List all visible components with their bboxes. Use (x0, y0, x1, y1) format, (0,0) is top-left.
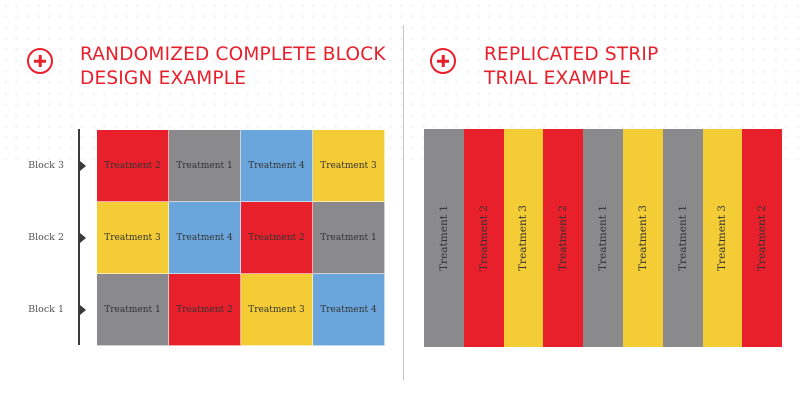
plot-cell: Treatment 1 (169, 130, 241, 202)
plot-cell: Treatment 2 (169, 274, 241, 346)
right-title-line2: TRIAL EXAMPLE (484, 68, 632, 89)
plot-cell: Treatment 2 (241, 202, 313, 274)
block-axis-line (78, 129, 80, 345)
strip: Treatment 1 (583, 129, 623, 347)
block-label: Block 1 (28, 304, 64, 315)
strip: Treatment 3 (622, 129, 663, 347)
plus-circle-icon (27, 48, 53, 74)
plot-cell: Treatment 4 (169, 202, 241, 274)
strip: Treatment 2 (742, 129, 783, 347)
strip-label: Treatment 2 (477, 205, 490, 271)
left-title-line1: RANDOMIZED COMPLETE BLOCK (80, 44, 386, 65)
strip: Treatment 1 (662, 129, 703, 347)
strip-label: Treatment 3 (716, 205, 729, 271)
plot-cell: Treatment 1 (97, 274, 169, 346)
strip-label: Treatment 3 (517, 205, 530, 271)
block-1-arrow-icon (80, 305, 86, 315)
block-label: Block 2 (28, 232, 64, 243)
strip-label: Treatment 1 (597, 205, 610, 271)
plot-cell: Treatment 3 (313, 130, 385, 202)
strip-label: Treatment 2 (557, 205, 570, 271)
strip-trial: Treatment 1 Treatment 2 Treatment 3 Trea… (424, 129, 783, 347)
strip: Treatment 3 (503, 129, 544, 347)
strip-label: Treatment 1 (437, 205, 450, 271)
strip: Treatment 3 (702, 129, 743, 347)
plot-cell: Treatment 3 (241, 274, 313, 346)
block-3-arrow-icon (80, 161, 86, 171)
plot-cell: Treatment 4 (241, 130, 313, 202)
strip-label: Treatment 1 (676, 205, 689, 271)
strip: Treatment 2 (463, 129, 504, 347)
right-panel-title: REPLICATED STRIP TRIAL EXAMPLE (484, 43, 658, 91)
block-2-arrow-icon (80, 233, 86, 243)
plus-circle-icon (430, 48, 456, 74)
strip: Treatment 2 (543, 129, 584, 347)
plot-cell: Treatment 1 (313, 202, 385, 274)
strip-label: Treatment 2 (756, 205, 769, 271)
right-title-line1: REPLICATED STRIP (484, 44, 659, 65)
panel-divider (403, 25, 404, 380)
plot-cell: Treatment 3 (97, 202, 169, 274)
strip-label: Treatment 3 (636, 205, 649, 271)
plot-cell: Treatment 4 (313, 274, 385, 346)
left-panel-title: RANDOMIZED COMPLETE BLOCK DESIGN EXAMPLE (80, 43, 386, 91)
block-label: Block 3 (28, 160, 64, 171)
plot-cell: Treatment 2 (97, 130, 169, 202)
left-title-line2: DESIGN EXAMPLE (80, 68, 247, 89)
rcbd-grid: Treatment 2 Treatment 1 Treatment 4 Trea… (97, 130, 385, 346)
strip: Treatment 1 (424, 129, 464, 347)
